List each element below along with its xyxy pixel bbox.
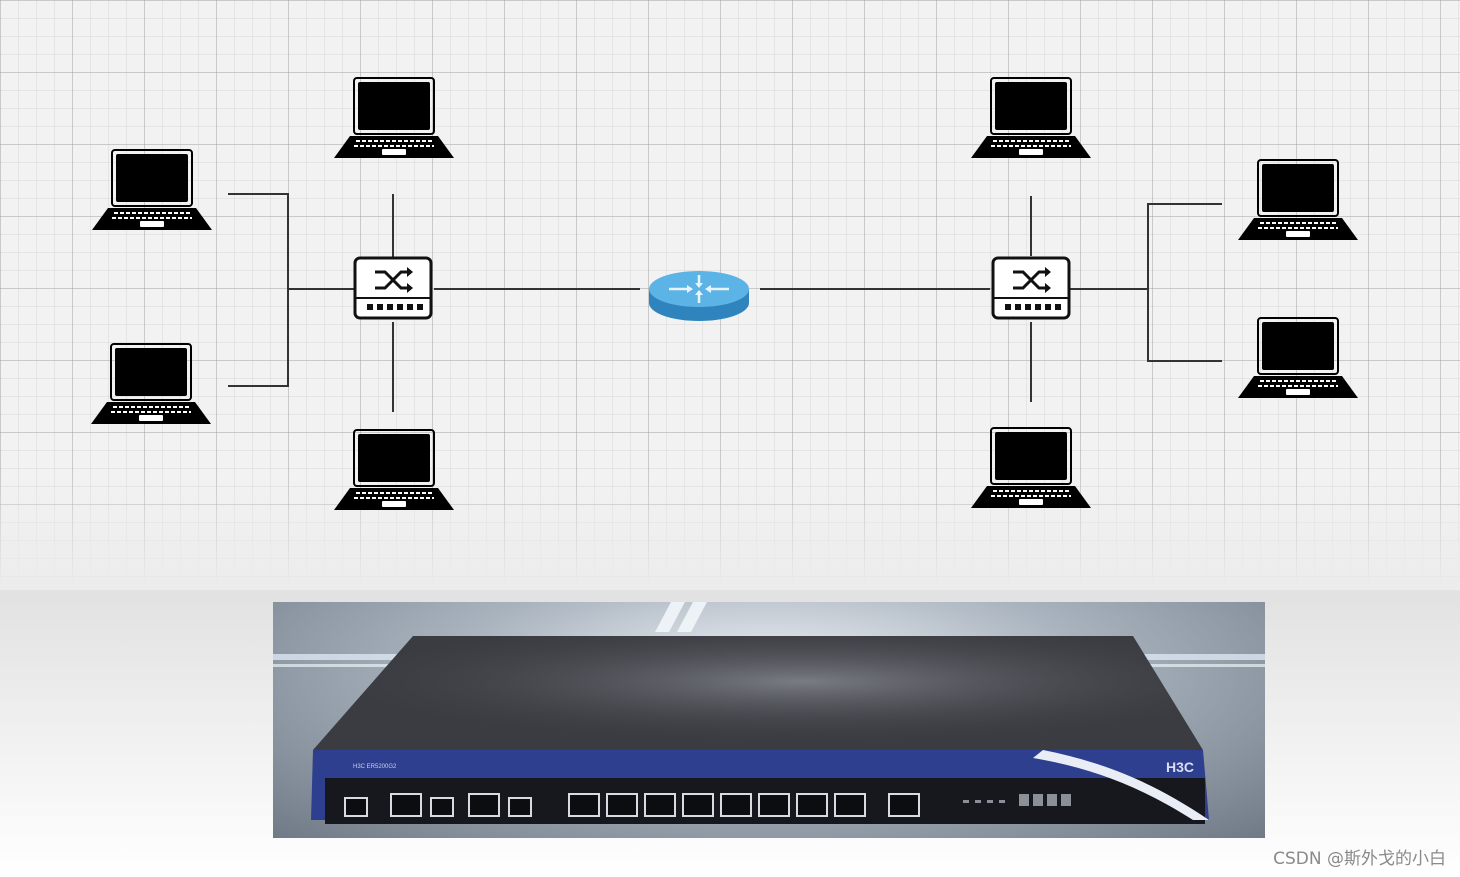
grid-fade [0, 470, 1460, 590]
h3c-router-photo: H3C H3C ER5200G2 [273, 602, 1265, 838]
laptop-icon [1237, 317, 1359, 399]
network-links [228, 193, 1222, 412]
laptop-icon [970, 77, 1092, 159]
network-topology-diagram [90, 77, 1359, 511]
laptop-icon [90, 343, 212, 425]
laptop-icon [91, 149, 213, 231]
laptop-icon [1237, 159, 1359, 241]
brand-logo: H3C [1166, 759, 1194, 775]
router-icon [649, 271, 749, 321]
watermark: CSDN @斯外戈的小白 [1273, 849, 1446, 869]
svg-text:H3C ER5200G2: H3C ER5200G2 [353, 764, 397, 770]
switch-icon [353, 256, 433, 320]
switch-icon [991, 256, 1071, 320]
laptop-icon [333, 77, 455, 159]
laptop-icon [333, 429, 455, 511]
laptop-icon [970, 427, 1092, 509]
